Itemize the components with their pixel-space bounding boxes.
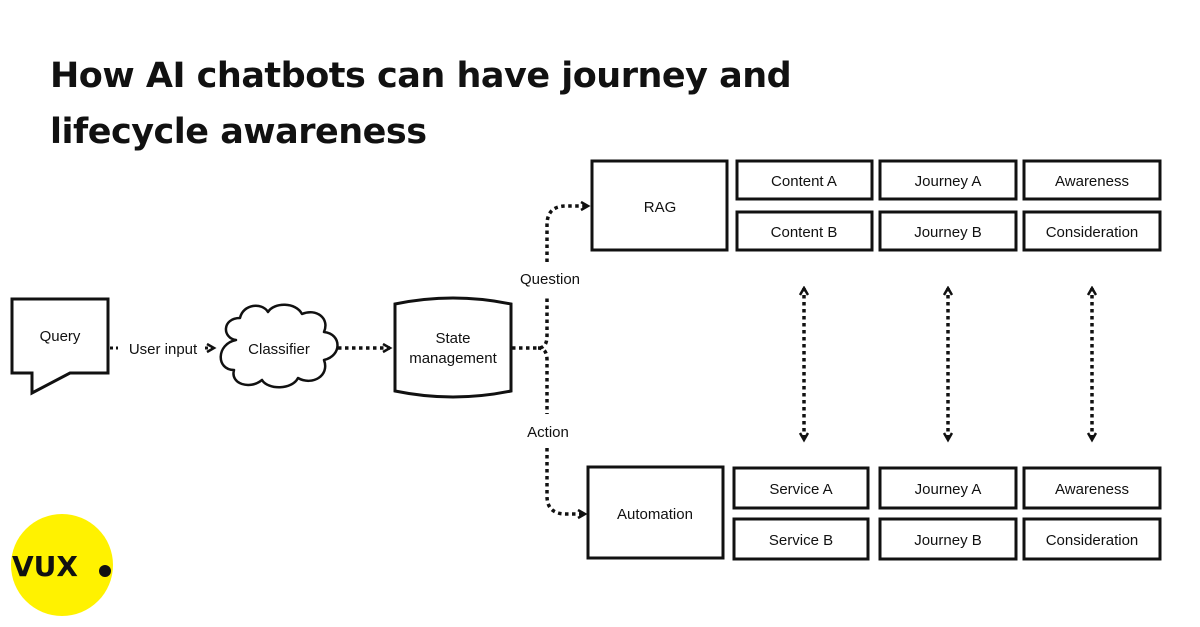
title-line-1: How AI chatbots can have journey and xyxy=(50,56,792,96)
automation-grid: Service A Journey A Awareness Service B … xyxy=(732,466,1162,561)
state-label-line-1: State xyxy=(435,330,470,347)
automation-cell-box xyxy=(732,517,870,561)
logo-dot xyxy=(99,565,111,577)
rag-cell-box xyxy=(735,210,874,252)
rag-cell-content-b: Content B xyxy=(771,224,838,241)
rag-cell-journey-b: Journey B xyxy=(914,224,982,241)
classifier-label: Classifier xyxy=(248,341,310,358)
automation-cell-box xyxy=(878,466,1018,510)
automation-cell-journey-b: Journey B xyxy=(914,532,982,549)
rag-cell-awareness: Awareness xyxy=(1055,173,1129,190)
automation-label: Automation xyxy=(617,506,693,523)
action-label: Action xyxy=(527,424,569,441)
rag-cell-box xyxy=(735,159,874,201)
user-input-label: User input xyxy=(129,341,198,358)
query-node: Query xyxy=(10,297,110,396)
automation-cell-box xyxy=(1022,517,1162,561)
logo-text: VUX xyxy=(12,550,78,583)
automation-cell-box xyxy=(732,466,870,510)
automation-cell-awareness: Awareness xyxy=(1055,481,1129,498)
automation-cell-service-a: Service A xyxy=(769,481,832,498)
question-label: Question xyxy=(520,271,580,288)
automation-node: Automation xyxy=(586,465,725,560)
automation-cell-box xyxy=(878,517,1018,561)
state-label-line-2: management xyxy=(409,350,497,367)
rag-cell-box xyxy=(878,159,1018,201)
automation-cell-box xyxy=(1022,466,1162,510)
query-label: Query xyxy=(40,328,81,345)
rag-cell-journey-a: Journey A xyxy=(915,173,982,190)
logo-circle xyxy=(11,514,113,616)
vux-logo: VUX xyxy=(11,514,113,616)
automation-cell-journey-a: Journey A xyxy=(915,481,982,498)
rag-label: RAG xyxy=(644,199,677,216)
automation-cell-service-b: Service B xyxy=(769,532,833,549)
rag-cell-box xyxy=(1022,159,1162,201)
rag-cell-consideration: Consideration xyxy=(1046,224,1139,241)
rag-cell-box xyxy=(878,210,1018,252)
state-management-node: State management xyxy=(393,296,513,399)
rag-node: RAG xyxy=(590,159,729,252)
action-branch-lower xyxy=(545,448,585,514)
rag-cell-content-a: Content A xyxy=(771,173,837,190)
page-title: How AI chatbots can have journey and lif… xyxy=(50,48,950,160)
question-branch-upper xyxy=(545,206,588,262)
action-branch-upper xyxy=(537,346,549,414)
title-line-2: lifecycle awareness xyxy=(50,112,427,152)
classifier-node: Classifier xyxy=(219,303,339,389)
automation-cell-consideration: Consideration xyxy=(1046,532,1139,549)
question-branch-lower xyxy=(512,296,549,350)
rag-grid: Content A Journey A Awareness Content B … xyxy=(735,159,1162,252)
rag-cell-box xyxy=(1022,210,1162,252)
